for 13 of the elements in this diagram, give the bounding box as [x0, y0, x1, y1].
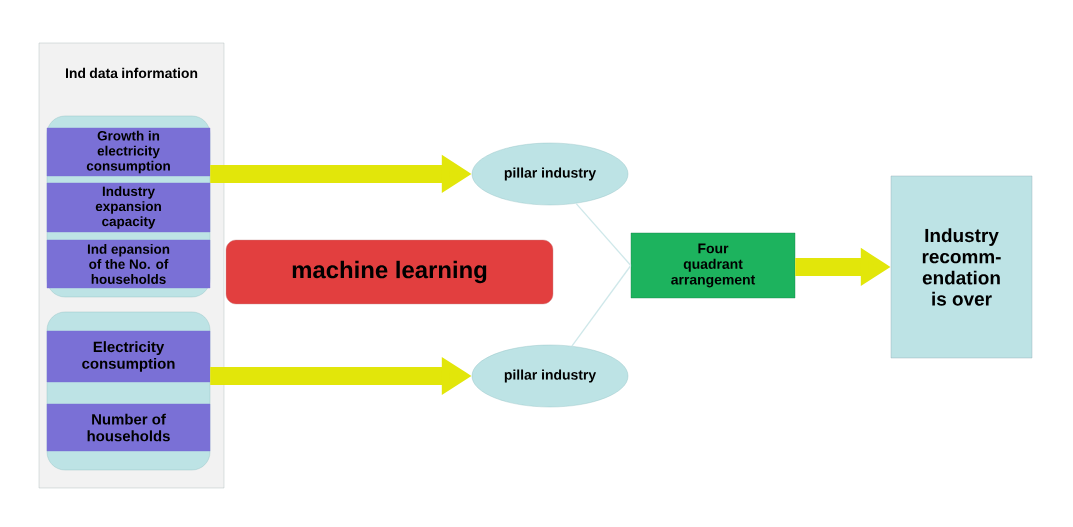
data-box: Number of households	[46, 403, 211, 452]
data-box: Electricity consumption	[46, 330, 211, 383]
data-box: Industry expansion capacity	[46, 182, 211, 233]
process-box: Four quadrant arrangement	[630, 232, 796, 299]
data-box: Growth in electricity consumption	[46, 127, 211, 177]
connector-line	[571, 264, 632, 347]
ellipse-node: pillar industry	[471, 344, 629, 408]
process-box: machine learning	[225, 239, 554, 305]
panel-heading: Ind data information	[66, 67, 198, 79]
data-box: Ind epansion of the No. of households	[46, 239, 211, 289]
ellipse-node: pillar industry	[471, 142, 629, 206]
result-box: Industry recomm- endation is over	[890, 175, 1033, 359]
connector-line	[575, 202, 632, 267]
